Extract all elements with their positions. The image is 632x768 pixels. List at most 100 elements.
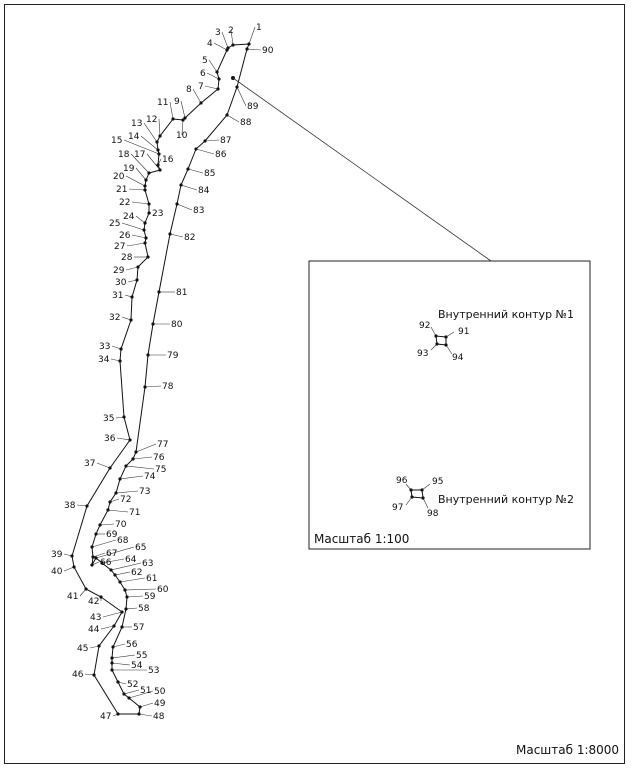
point-label-39: 39 — [51, 550, 63, 560]
point-36 — [128, 438, 132, 442]
point-label-86: 86 — [215, 150, 227, 160]
inset-point-label-96: 96 — [396, 476, 408, 486]
leader-59 — [126, 595, 144, 598]
leader-6 — [206, 72, 220, 80]
inset-point-label-98: 98 — [427, 509, 439, 519]
leader-60 — [124, 588, 157, 591]
point-48 — [137, 712, 141, 716]
point-90 — [245, 47, 249, 51]
leader-74 — [119, 475, 144, 480]
point-label-63: 63 — [142, 559, 153, 569]
point-15 — [157, 152, 161, 156]
leader-71 — [107, 509, 129, 513]
point-label-34: 34 — [98, 355, 110, 365]
point-label-24: 24 — [123, 212, 135, 222]
point-label-47: 47 — [100, 712, 111, 722]
point-7 — [216, 87, 220, 91]
point-4 — [225, 48, 229, 52]
leader-49 — [139, 702, 154, 708]
point-label-4: 4 — [207, 39, 213, 49]
point-47 — [116, 712, 120, 716]
point-label-54: 54 — [131, 661, 143, 671]
leader-40 — [63, 566, 75, 572]
point-52 — [116, 680, 120, 684]
leader-78 — [144, 385, 162, 388]
point-label-19: 19 — [123, 164, 135, 174]
leader-51 — [123, 689, 140, 695]
point-label-90: 90 — [262, 46, 274, 56]
point-label-46: 46 — [72, 670, 84, 680]
leader-8 — [192, 88, 202, 104]
leader-14 — [140, 135, 159, 151]
point-37 — [108, 466, 112, 470]
leader-36 — [116, 437, 131, 441]
point-label-59: 59 — [144, 592, 156, 602]
contour1-label: Внутренний контур №1 — [438, 308, 574, 321]
point-label-71: 71 — [129, 508, 140, 518]
point-label-74: 74 — [144, 472, 156, 482]
leader-77 — [135, 443, 157, 453]
point-label-82: 82 — [184, 233, 195, 243]
point-label-1: 1 — [256, 23, 262, 33]
point-label-41: 41 — [67, 592, 78, 602]
point-58 — [124, 607, 128, 611]
point-68 — [90, 545, 94, 549]
point-66 — [90, 563, 94, 567]
point-74 — [118, 477, 122, 481]
point-label-27: 27 — [114, 242, 125, 252]
point-label-58: 58 — [138, 604, 150, 614]
leader-2 — [230, 29, 234, 46]
point-label-50: 50 — [154, 687, 166, 697]
point-73 — [114, 491, 118, 495]
point-label-10: 10 — [176, 131, 188, 141]
point-30 — [135, 278, 139, 282]
leader-21 — [128, 188, 146, 191]
leader-63 — [110, 562, 142, 571]
point-label-79: 79 — [167, 351, 179, 361]
point-61 — [118, 580, 122, 584]
point-label-28: 28 — [121, 253, 133, 263]
inset-point-label-92: 92 — [419, 321, 430, 331]
point-label-25: 25 — [109, 219, 120, 229]
point-75 — [124, 464, 128, 468]
inset-point-label-97: 97 — [392, 503, 403, 513]
point-label-61: 61 — [146, 574, 157, 584]
point-label-16: 16 — [162, 155, 174, 165]
point-54 — [110, 661, 114, 665]
point-label-60: 60 — [157, 585, 169, 595]
point-8 — [199, 101, 203, 105]
point-label-62: 62 — [131, 568, 142, 578]
point-65 — [94, 556, 98, 560]
point-label-40: 40 — [51, 567, 63, 577]
point-label-30: 30 — [115, 278, 127, 288]
point-18 — [147, 171, 151, 175]
point-14 — [156, 148, 160, 152]
point-57 — [120, 625, 124, 629]
point-label-5: 5 — [202, 56, 208, 66]
point-label-7: 7 — [198, 82, 204, 92]
leader-58 — [125, 607, 138, 610]
drawing-frame — [4, 4, 625, 764]
point-2 — [231, 43, 235, 47]
point-5 — [215, 70, 219, 74]
leader-87 — [204, 139, 220, 142]
point-20 — [143, 184, 147, 188]
point-41 — [84, 587, 88, 591]
point-45 — [97, 644, 101, 648]
point-label-57: 57 — [133, 623, 144, 633]
point-64 — [100, 561, 104, 565]
point-13 — [155, 140, 159, 144]
point-60 — [123, 588, 127, 592]
boundary-points — [70, 42, 251, 716]
inset-leader-97 — [405, 496, 413, 506]
point-31 — [130, 295, 134, 299]
leader-25 — [121, 222, 145, 231]
point-86 — [194, 147, 198, 151]
point-84 — [179, 183, 183, 187]
point-63 — [109, 568, 113, 572]
leader-18 — [130, 153, 150, 174]
leader-22 — [131, 201, 150, 205]
point-label-52: 52 — [127, 680, 138, 690]
leader-85 — [187, 168, 204, 174]
point-label-87: 87 — [220, 136, 231, 146]
